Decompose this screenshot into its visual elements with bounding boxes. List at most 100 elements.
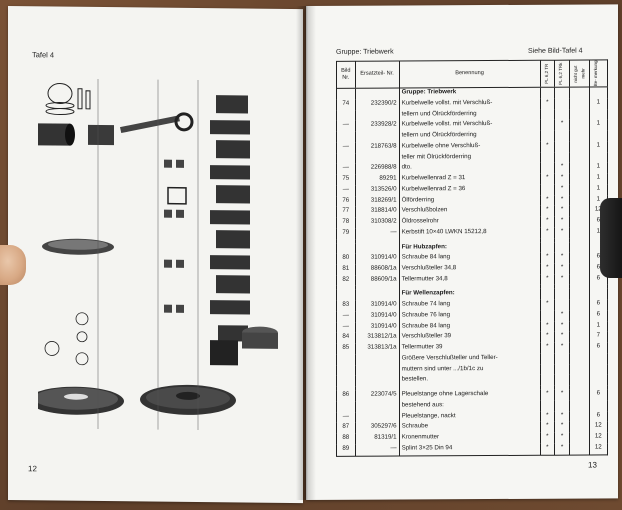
parts-table: Bild Nr. Ersatzteil- Nr. Benennung PL 6,… — [336, 59, 608, 457]
cell-c — [569, 364, 590, 375]
cell-part: — — [355, 444, 400, 457]
cell-part: 313526/0 — [355, 185, 400, 197]
cell-c — [569, 263, 590, 275]
cell-c — [569, 353, 590, 365]
cell-b: * — [554, 120, 570, 131]
cell-pos: 84 — [336, 333, 356, 344]
cell-desc: Öldrosselrohr — [399, 216, 540, 229]
cell-desc: Kronenmutter — [399, 432, 540, 445]
cell-a: * — [540, 98, 555, 110]
cell-c — [569, 374, 590, 386]
cell-qty: 6 — [589, 342, 608, 354]
cell-part: 232390/2 — [355, 99, 400, 111]
cell-a: * — [540, 411, 555, 423]
cell-part: 223074/5 — [355, 390, 400, 402]
column-header-a: PL 6,2 TR — [540, 60, 555, 88]
page-number-left: 12 — [28, 464, 37, 474]
cell-b: * — [554, 205, 570, 217]
cell-pos — [336, 110, 356, 122]
cell-c — [569, 152, 590, 163]
cell-a — [540, 109, 555, 121]
cell-pos — [336, 290, 356, 302]
cell-b — [554, 299, 570, 311]
cell-desc: tellern und Ölrückförderring — [399, 109, 540, 121]
cell-b: * — [554, 342, 570, 354]
cell-b — [554, 400, 570, 412]
cell-desc: bestehend aus: — [399, 400, 540, 413]
cell-b — [554, 141, 570, 153]
cell-pos — [336, 243, 356, 255]
cell-a: * — [540, 195, 555, 207]
cell-desc: Größere Verschlußteller und Teller- — [399, 353, 540, 366]
cell-pos: 74 — [336, 99, 356, 111]
cell-part — [355, 401, 400, 413]
cell-c — [569, 184, 590, 196]
cell-part — [355, 243, 400, 254]
cell-desc: Kurbelwellenrad Z = 36 — [399, 184, 540, 197]
cell-qty — [589, 109, 608, 120]
cell-b: * — [554, 173, 570, 185]
cell-qty — [589, 364, 608, 375]
cell-a — [540, 152, 555, 164]
cell-a: * — [540, 299, 555, 311]
cell-pos — [336, 153, 356, 165]
book-gutter — [296, 6, 316, 500]
cell-qty: 6 — [589, 310, 608, 322]
cell-pos: 75 — [336, 174, 356, 186]
cell-b: * — [554, 432, 570, 444]
cell-a: * — [540, 274, 555, 286]
cell-pos: 82 — [336, 275, 356, 287]
cell-a — [540, 310, 555, 322]
cell-b: * — [554, 389, 570, 401]
cell-c — [569, 342, 590, 354]
cell-qty — [589, 400, 608, 412]
cell-pos: 87 — [336, 423, 356, 434]
cell-pos: 78 — [336, 217, 356, 229]
cell-pos: 85 — [336, 343, 356, 355]
cell-b — [554, 242, 570, 253]
cell-pos: 83 — [336, 300, 356, 312]
cell-part: 310914/0 — [355, 300, 400, 312]
cell-desc: Kerbstift 10×40 LWKN 15212,8 — [399, 227, 540, 240]
cell-c — [569, 331, 590, 343]
cell-a: * — [540, 141, 555, 153]
cell-desc: Pleuelstange ohne Lagerschale — [399, 389, 540, 402]
cell-a: * — [540, 227, 555, 239]
cell-b: * — [554, 411, 570, 422]
cell-pos: — — [336, 412, 356, 424]
cell-c — [569, 242, 590, 253]
cell-c — [569, 432, 590, 444]
cell-a: * — [540, 263, 555, 275]
cell-qty — [589, 130, 608, 142]
cell-qty: 7 — [589, 331, 608, 343]
cell-part: 318814/0 — [355, 206, 400, 218]
cell-pos: — — [336, 121, 356, 133]
cell-b: * — [554, 263, 570, 275]
cell-part: 88608/1a — [355, 264, 400, 276]
cell-a: * — [540, 321, 555, 333]
cell-c — [569, 443, 590, 456]
cell-desc: dto. — [399, 163, 540, 175]
cell-desc: tellern und Ölrückförderring — [399, 130, 540, 143]
cell-a — [540, 130, 555, 142]
cell-b: * — [554, 195, 570, 207]
cell-pos — [336, 401, 356, 413]
cell-desc: Schraube 76 lang — [399, 310, 540, 323]
cell-qty — [589, 288, 608, 300]
cell-a: * — [540, 443, 555, 456]
cell-a: * — [540, 252, 555, 264]
cell-part — [355, 289, 400, 301]
cell-a: * — [540, 342, 555, 354]
cell-c — [569, 288, 590, 300]
cell-part: — — [355, 228, 400, 240]
cell-desc: Ölförderring — [399, 195, 540, 207]
cell-c — [569, 109, 590, 121]
cell-part — [355, 375, 400, 387]
cell-b — [554, 289, 570, 300]
cell-qty: 12 — [589, 421, 608, 433]
cell-desc: Kurbelwelle vollst. mit Verschluß- — [399, 98, 540, 111]
cell-part: 313812/1a — [355, 332, 400, 344]
cell-c — [569, 411, 590, 422]
group-header: Gruppe: Triebwerk — [336, 48, 394, 56]
cell-a — [540, 364, 555, 376]
